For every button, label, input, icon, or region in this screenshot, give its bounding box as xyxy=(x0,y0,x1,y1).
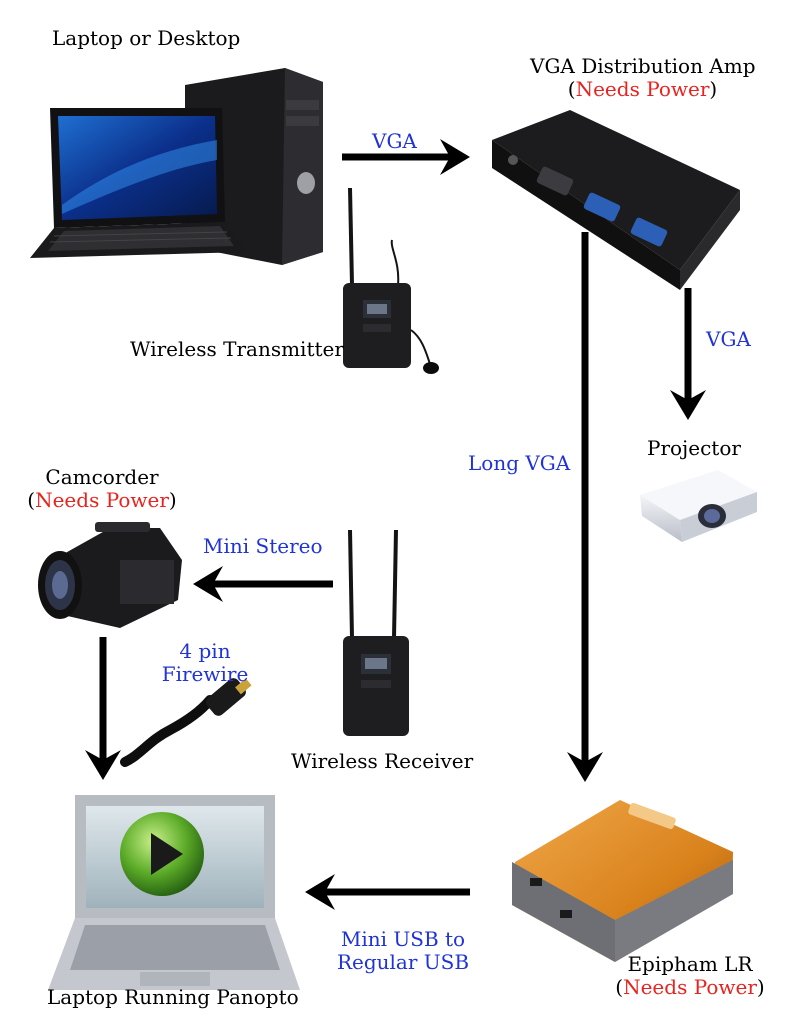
firewire-line-1: 4 pin xyxy=(179,639,231,663)
connection-label-receiver-to-camcorder: Mini Stereo xyxy=(203,534,323,558)
camcorder-label: Camcorder xyxy=(45,465,159,489)
arrow-layer xyxy=(85,139,706,910)
connection-label-firewire-block: 4 pin Firewire xyxy=(150,640,260,686)
connection-label-usb-block: Mini USB to Regular USB xyxy=(328,928,478,974)
vga-amp-label: VGA Distribution Amp xyxy=(530,54,756,78)
vga-amp-power-line: (Needs Power) xyxy=(567,77,718,101)
wireless-transmitter-icon xyxy=(343,187,439,374)
arrow-amp-to-projector xyxy=(670,288,706,420)
wireless-transmitter-label: Wireless Transmitter xyxy=(130,337,344,361)
source-computer-label: Laptop or Desktop xyxy=(52,26,241,50)
vga-amp-power-note: Needs Power xyxy=(575,77,710,101)
epiphan-label-block: Epipham LR (Needs Power) xyxy=(610,953,770,999)
wireless-receiver-icon xyxy=(343,529,409,736)
wireless-receiver-label: Wireless Receiver xyxy=(291,749,474,773)
arrow-camcorder-to-laptop-head xyxy=(85,750,121,780)
arrow-camcorder-to-laptop xyxy=(85,637,121,780)
vga-amp-icon xyxy=(492,110,740,290)
arrow-epiphan-to-laptop xyxy=(305,874,470,910)
arrow-epiphan-to-laptop-head xyxy=(305,874,335,910)
projector-icon xyxy=(640,470,757,542)
epiphan-capture-icon xyxy=(512,800,733,962)
arrow-receiver-to-camcorder xyxy=(193,566,333,602)
firewire-cable-icon xyxy=(120,678,252,767)
arrow-amp-to-epiphan xyxy=(567,232,603,782)
projector-label: Projector xyxy=(647,436,741,460)
panopto-laptop-label: Laptop Running Panopto xyxy=(47,985,299,1009)
panopto-laptop-icon xyxy=(48,795,300,990)
laptop-and-tower-icon xyxy=(30,68,323,265)
connection-label-computer-to-amp: VGA xyxy=(372,129,417,153)
vga-amp-label-block: VGA Distribution Amp (Needs Power) xyxy=(530,54,756,101)
epiphan-label: Epipham LR xyxy=(627,952,753,976)
arrow-computer-to-amp xyxy=(342,139,470,175)
arrow-receiver-to-camcorder-head xyxy=(193,566,223,602)
epiphan-power-note: Needs Power xyxy=(623,975,757,999)
connection-label-amp-to-projector: VGA xyxy=(706,327,751,351)
usb-line-2: Regular USB xyxy=(336,950,470,974)
connection-label-amp-to-epiphan: Long VGA xyxy=(468,451,571,475)
camcorder-icon xyxy=(38,522,182,628)
camcorder-label-block: Camcorder (Needs Power) xyxy=(22,466,182,512)
arrow-amp-to-epiphan-head xyxy=(567,752,603,782)
epiphan-power-line: (Needs Power) xyxy=(615,975,765,999)
firewire-line-2: Firewire xyxy=(161,662,249,686)
camcorder-power-line: (Needs Power) xyxy=(27,488,177,512)
arrow-computer-to-amp-head xyxy=(440,139,470,175)
usb-line-1: Mini USB to xyxy=(340,927,466,951)
camcorder-power-note: Needs Power xyxy=(35,488,169,512)
arrow-amp-to-projector-head xyxy=(670,390,706,420)
